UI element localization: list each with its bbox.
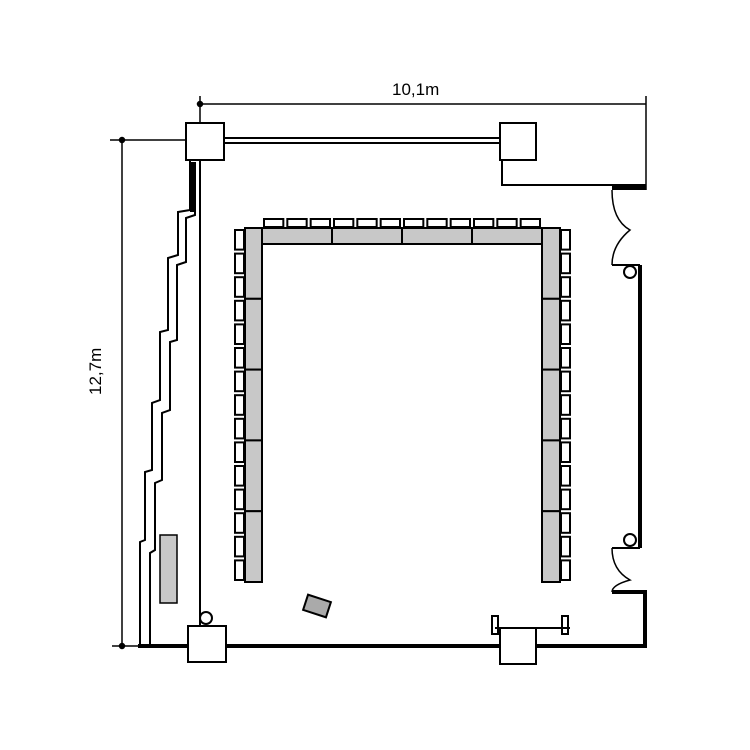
chair	[234, 441, 245, 463]
column-bottom-left	[187, 625, 227, 663]
chair	[560, 488, 571, 511]
table	[541, 510, 561, 584]
chair	[234, 229, 245, 251]
chair	[234, 252, 245, 275]
chair	[356, 218, 378, 228]
chair	[560, 441, 571, 463]
table	[471, 227, 543, 245]
chair	[560, 229, 571, 251]
table	[261, 227, 333, 245]
chair	[496, 218, 518, 228]
table	[244, 439, 263, 513]
chair	[234, 347, 245, 369]
chair	[560, 370, 571, 393]
walls	[138, 122, 647, 665]
chair	[560, 535, 571, 558]
tables	[234, 218, 571, 584]
chair	[333, 218, 355, 228]
chair	[234, 370, 245, 393]
chair	[560, 252, 571, 275]
chair	[560, 512, 571, 534]
chair	[379, 218, 401, 228]
chair	[286, 218, 308, 228]
table	[541, 297, 561, 371]
chair	[473, 218, 495, 228]
table	[244, 368, 263, 442]
chair	[560, 347, 571, 369]
chair	[263, 218, 285, 228]
dimension-lines	[110, 96, 647, 650]
podium	[301, 593, 333, 619]
chair	[234, 559, 245, 582]
chair	[426, 218, 448, 228]
chair	[234, 465, 245, 487]
chair	[449, 218, 471, 228]
chair	[309, 218, 331, 228]
chair	[560, 276, 571, 298]
chair	[560, 323, 571, 345]
chair	[234, 299, 245, 322]
chair	[403, 218, 425, 228]
chair	[560, 559, 571, 582]
chair	[560, 394, 571, 416]
chair	[234, 417, 245, 440]
column-bottom-right	[499, 627, 537, 665]
chair	[560, 417, 571, 440]
table	[244, 297, 263, 371]
chair	[234, 512, 245, 534]
table	[541, 368, 561, 442]
column-top-right	[499, 122, 537, 161]
table	[244, 510, 263, 584]
table	[541, 439, 561, 513]
chair	[519, 218, 542, 228]
plant-icon	[199, 611, 213, 625]
chair	[560, 465, 571, 487]
table	[541, 227, 561, 300]
chair	[234, 323, 245, 345]
chair	[234, 394, 245, 416]
chair	[234, 535, 245, 558]
side-counter	[159, 534, 178, 604]
table	[244, 227, 263, 300]
height-dimension-label: 12,7m	[86, 347, 105, 395]
chair	[234, 276, 245, 298]
table	[331, 227, 403, 245]
chair	[560, 299, 571, 322]
column-top-left	[185, 122, 225, 161]
plant-icon	[623, 265, 637, 279]
width-dimension-label: 10,1m	[392, 80, 440, 99]
chair	[234, 488, 245, 511]
table	[401, 227, 473, 245]
plant-icon	[623, 533, 637, 547]
